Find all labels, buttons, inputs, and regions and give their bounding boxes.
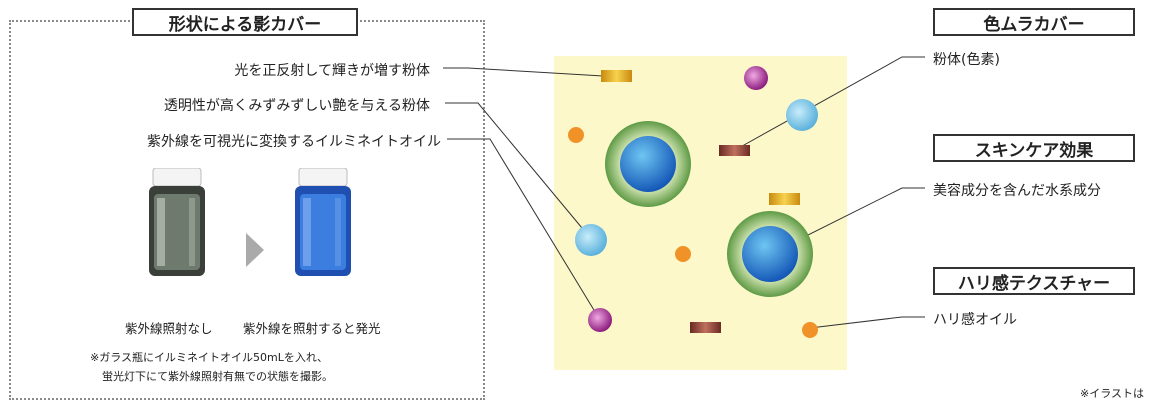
leader-transparent	[445, 102, 593, 241]
note-line-1: ※ガラス瓶にイルミネイトオイル50mLを入れ、	[90, 351, 328, 364]
leader-oil	[809, 316, 925, 329]
note-line-2: 蛍光灯下にて紫外線照射有無での状態を撮影。	[102, 370, 333, 383]
pigment-flake-particle	[719, 145, 750, 156]
orange-dot-particle	[802, 322, 818, 338]
label-illuminate-oil: 紫外線を可視光に変換するイルミネイトオイル	[147, 134, 441, 150]
title-shape-shadow-cover: 形状による影カバー	[132, 8, 358, 36]
label-transparent-powder: 透明性が高くみずみずしい艶を与える粉体	[163, 98, 430, 114]
magenta-sphere-particle	[744, 66, 768, 90]
lightblue-sphere-particle	[786, 99, 818, 131]
leader-lines	[443, 56, 925, 329]
lightblue-sphere-particle	[575, 224, 607, 256]
transition-arrow-icon	[246, 233, 264, 267]
desc-pigment-powder: 粉体(色素)	[933, 52, 1000, 68]
caption-after: 紫外線を照射すると発光	[243, 321, 381, 336]
orange-dot-particle	[675, 246, 691, 262]
pigment-flake-particle	[690, 322, 721, 333]
caption-before: 紫外線照射なし	[125, 321, 213, 336]
orange-dot-particle	[568, 127, 584, 143]
title-firmness-texture: ハリ感テクスチャー	[933, 267, 1135, 295]
water-droplet-core	[742, 226, 798, 282]
water-droplet-core	[620, 136, 676, 192]
gold-flake-particle	[601, 70, 632, 82]
bottle-after-image	[295, 168, 351, 276]
title-color-unevenness-cover: 色ムラカバー	[933, 8, 1135, 36]
leader-water	[769, 187, 925, 255]
desc-firmness-oil: ハリ感オイル	[933, 312, 1017, 328]
magenta-sphere-particle	[588, 308, 612, 332]
bottle-before-image	[149, 168, 205, 276]
title-skincare-effect: スキンケア効果	[933, 134, 1135, 162]
label-reflective-powder: 光を正反射して輝きが増す粉体	[234, 63, 430, 79]
leader-illuminate	[447, 138, 601, 321]
gold-flake-particle	[769, 193, 800, 205]
footnote-illustration: ※イラストは	[1080, 387, 1144, 400]
desc-water-based-component: 美容成分を含んだ水系成分	[933, 183, 1101, 199]
leader-reflective	[443, 67, 604, 77]
